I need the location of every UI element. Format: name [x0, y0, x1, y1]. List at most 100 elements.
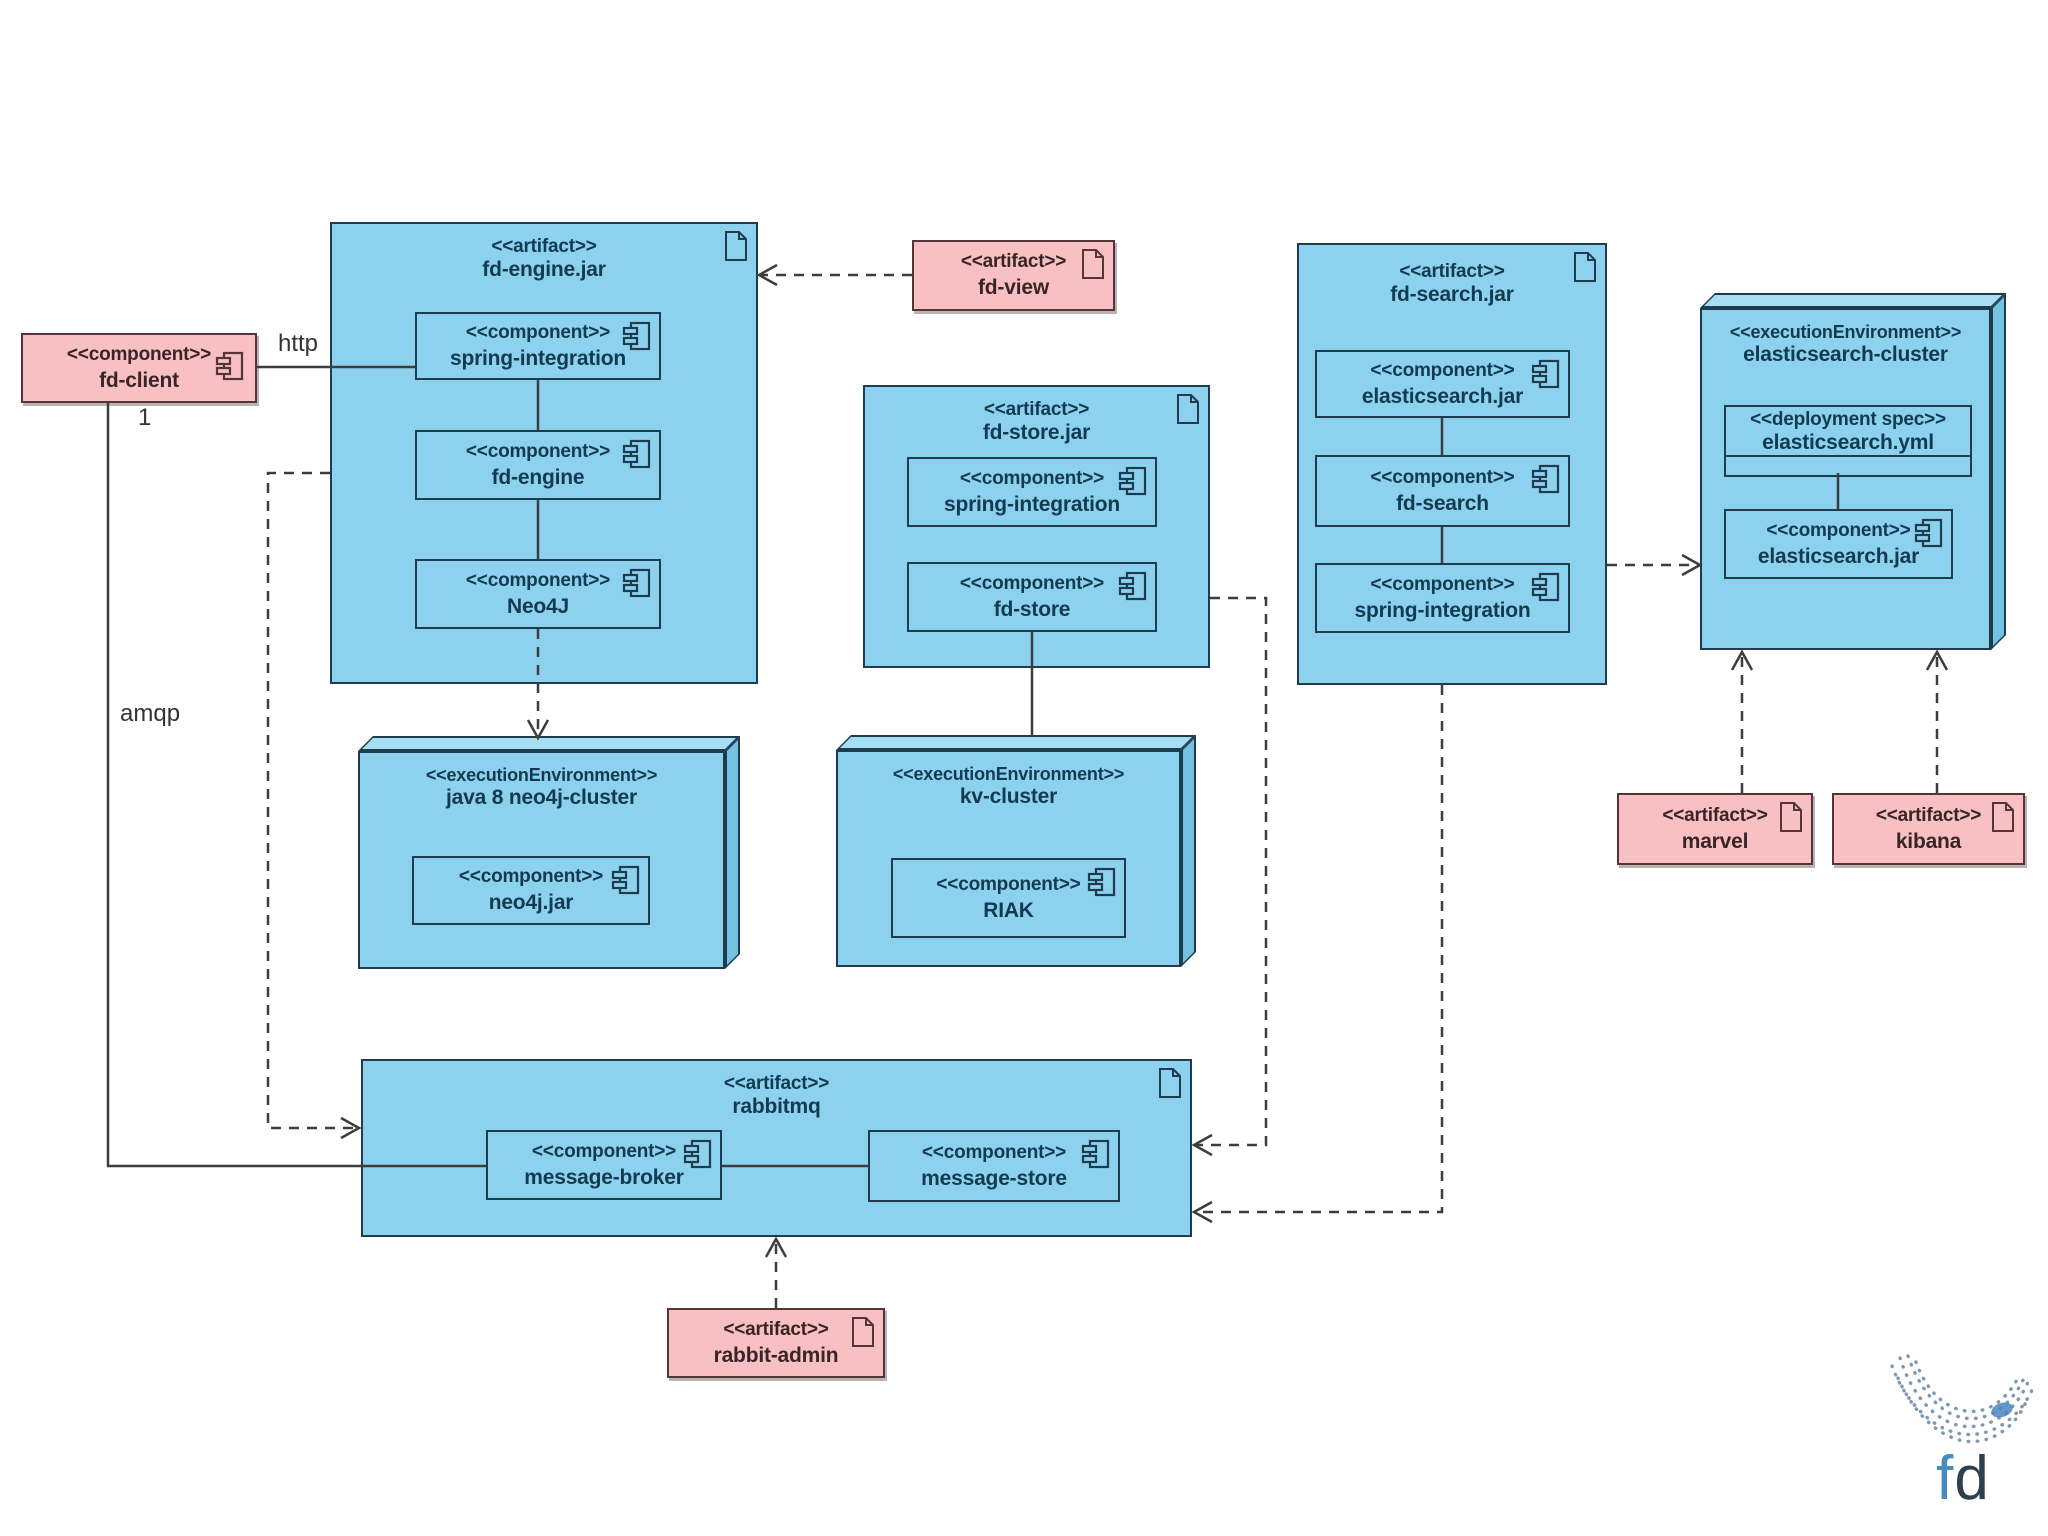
stereotype-label: <<artifact>>: [1399, 261, 1505, 282]
component-name: Neo4J: [506, 594, 570, 618]
artifact-fd-view[interactable]: <<artifact>> fd-view: [912, 240, 1115, 311]
node-name: java 8 neo4j-cluster: [446, 786, 637, 809]
fd-logo: fd: [1878, 1352, 2048, 1530]
spec-empty-compartment: [1724, 457, 1972, 477]
component-name: fd-store: [993, 597, 1071, 621]
stereotype-label: <<executionEnvironment>>: [892, 764, 1125, 784]
component-icon: [1118, 466, 1147, 496]
component-name: RIAK: [983, 898, 1034, 922]
component-icon: [683, 1139, 712, 1169]
component-elasticsearch-jar-cluster[interactable]: <<component>> elasticsearch.jar: [1724, 509, 1953, 579]
component-name: message-broker: [524, 1165, 684, 1189]
component-icon: [1081, 1139, 1110, 1169]
arrowhead: [1191, 1200, 1213, 1224]
arrowhead: [756, 263, 778, 287]
component-name: elasticsearch.jar: [1757, 544, 1920, 568]
stereotype-label: <<executionEnvironment>>: [1729, 322, 1962, 342]
stereotype-label: <<component>>: [66, 343, 212, 365]
component-name: spring-integration: [1354, 598, 1531, 622]
component-icon: [1531, 359, 1560, 389]
arrowhead: [1191, 1133, 1213, 1157]
stereotype-label: <<artifact>>: [983, 399, 1090, 420]
component-name: fd-engine: [491, 465, 585, 489]
stereotype-label: <<component>>: [458, 866, 604, 887]
component-icon: [1914, 518, 1943, 548]
stereotype-label: <<artifact>>: [723, 1318, 829, 1340]
artifact-name: rabbit-admin: [713, 1343, 839, 1367]
edge-fdstorejar-rabbitmq: [1196, 596, 1268, 1147]
node-elasticsearch-cluster[interactable]: <<executionEnvironment>> elasticsearch-c…: [1700, 293, 2006, 650]
stereotype-label: <<artifact>>: [960, 251, 1067, 272]
artifact-name: fd-store.jar: [982, 421, 1091, 444]
component-fd-store[interactable]: <<component>> fd-store: [907, 562, 1157, 632]
stereotype-label: <<component>>: [465, 440, 611, 462]
artifact-rabbit-admin[interactable]: <<artifact>> rabbit-admin: [667, 1308, 885, 1378]
component-message-broker[interactable]: <<component>> message-broker: [486, 1130, 722, 1200]
artifact-name: kibana: [1895, 829, 1962, 853]
component-icon: [622, 439, 651, 469]
node-front-face: [1700, 308, 1991, 650]
node-top-face: [1700, 293, 2006, 308]
artifact-kibana[interactable]: <<artifact>> kibana: [1832, 793, 2025, 865]
multiplicity-label: 1: [138, 404, 152, 431]
node-name: kv-cluster: [959, 785, 1058, 808]
stereotype-label: <<deployment spec>>: [1750, 409, 1946, 430]
component-spring-integration-engine[interactable]: <<component>> spring-integration: [415, 312, 661, 380]
deployment-spec-elasticsearch-yml[interactable]: <<deployment spec>> elasticsearch.yml: [1724, 405, 1972, 477]
component-fd-client[interactable]: <<component>> fd-client: [21, 333, 257, 403]
logo-swoosh-icon: [1890, 1354, 2034, 1444]
component-icon: [1531, 464, 1560, 494]
artifact-marvel[interactable]: <<artifact>> marvel: [1617, 793, 1813, 865]
document-icon: [1992, 802, 2014, 832]
logo-letter-f: f: [1936, 1444, 1955, 1513]
component-riak[interactable]: <<component>> RIAK: [891, 858, 1126, 938]
component-name: message-store: [921, 1166, 1067, 1190]
component-elasticsearch-jar-search[interactable]: <<component>> elasticsearch.jar: [1315, 350, 1570, 418]
logo-letter-d: d: [1954, 1444, 1990, 1513]
stereotype-label: <<artifact>>: [1662, 804, 1768, 826]
arrowhead: [1925, 649, 1949, 671]
component-icon: [622, 568, 651, 598]
arrowhead: [764, 1236, 788, 1258]
component-name: neo4j.jar: [488, 891, 574, 914]
component-spring-integration-store[interactable]: <<component>> spring-integration: [907, 457, 1157, 527]
component-icon: [1087, 867, 1116, 897]
artifact-name: fd-engine.jar: [482, 258, 606, 281]
arrowhead: [1681, 553, 1703, 577]
stereotype-label: <<component>>: [531, 1140, 677, 1162]
component-name: spring-integration: [449, 346, 627, 370]
component-fd-engine[interactable]: <<component>> fd-engine: [415, 430, 661, 500]
document-icon: [1574, 252, 1596, 282]
component-spring-integration-search[interactable]: <<component>> spring-integration: [1315, 563, 1570, 633]
node-top-face: [836, 735, 1196, 750]
document-icon: [1780, 802, 1802, 832]
component-neo4j-jar[interactable]: <<component>> neo4j.jar: [412, 856, 650, 925]
stereotype-label: <<component>>: [1766, 519, 1911, 541]
component-message-store[interactable]: <<component>> message-store: [868, 1130, 1120, 1202]
document-icon: [1177, 394, 1199, 424]
component-name: spring-integration: [943, 492, 1121, 516]
stereotype-label: <<component>>: [1370, 359, 1515, 381]
arrowhead: [340, 1116, 362, 1140]
stereotype-label: <<component>>: [936, 873, 1081, 895]
stereotype-label: <<component>>: [1370, 573, 1515, 595]
component-icon: [1118, 571, 1147, 601]
component-name: fd-client: [99, 368, 179, 392]
component-name: elasticsearch.jar: [1361, 384, 1524, 408]
artifact-name: rabbitmq: [732, 1095, 821, 1118]
component-neo4j[interactable]: <<component>> Neo4J: [415, 559, 661, 629]
node-top-face: [358, 736, 740, 751]
edge-fdsearchjar-rabbitmq: [1196, 685, 1444, 1214]
spec-name: elasticsearch.yml: [1762, 431, 1934, 454]
stereotype-label: <<component>>: [465, 321, 611, 343]
stereotype-label: <<artifact>>: [723, 1073, 830, 1094]
stereotype-label: <<artifact>>: [1875, 804, 1982, 826]
stereotype-label: <<component>>: [921, 1141, 1067, 1163]
stereotype-label: <<component>>: [959, 572, 1105, 594]
arrowhead: [1730, 649, 1754, 671]
document-icon: [852, 1317, 874, 1347]
component-icon: [1531, 572, 1560, 602]
http-label: http: [278, 330, 319, 357]
component-fd-search[interactable]: <<component>> fd-search: [1315, 455, 1570, 527]
